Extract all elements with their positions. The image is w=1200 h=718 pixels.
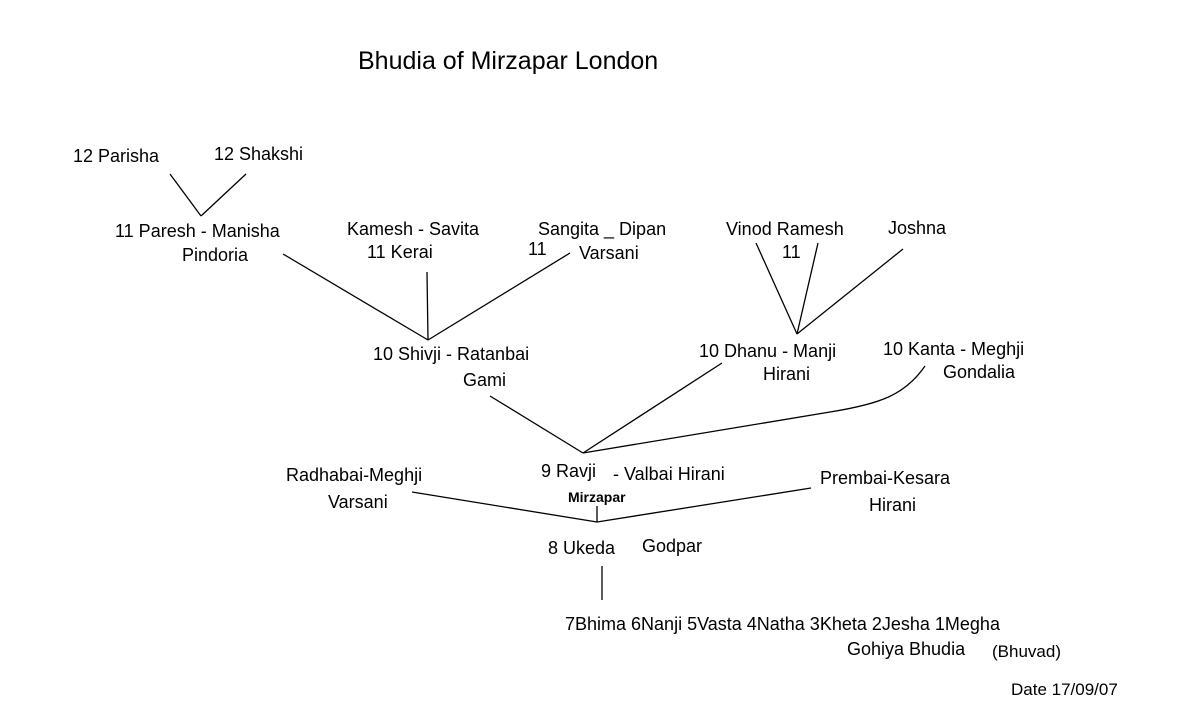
diagram-title: Bhudia of Mirzapar London bbox=[358, 47, 659, 75]
couple-paresh-manisha: 11 Paresh - Manisha bbox=[115, 221, 280, 241]
line-parisha-paresh bbox=[169, 173, 202, 217]
surname-varsani-radhabai: Varsani bbox=[328, 492, 388, 512]
person-joshna: Joshna bbox=[888, 218, 947, 238]
person-ravji: 9 Ravji bbox=[541, 461, 597, 481]
surname-kerai: 11 Kerai bbox=[367, 242, 433, 262]
place-mirzapar: Mirzapar bbox=[568, 489, 626, 505]
couple-radhabai-meghji: Radhabai-Meghji bbox=[286, 465, 423, 485]
line-paresh-shivji bbox=[282, 253, 429, 341]
couple-kamesh-savita: Kamesh - Savita bbox=[347, 219, 480, 239]
clan-bhuvad: (Bhuvad) bbox=[992, 642, 1061, 661]
generation-number-vinod-ramesh: 11 bbox=[782, 242, 801, 262]
surname-varsani-dipan: Varsani bbox=[579, 243, 639, 263]
persons-vinod-ramesh: Vinod Ramesh bbox=[726, 219, 844, 239]
person-shakshi: 12 Shakshi bbox=[214, 144, 304, 164]
line-kanta-ravji bbox=[582, 365, 926, 454]
person-ukeda: 8 Ukeda bbox=[548, 538, 616, 558]
line-dhanu-ravji bbox=[582, 362, 723, 454]
couple-dhanu-manji: 10 Dhanu - Manji bbox=[699, 341, 837, 361]
surname-hirani-dhanu: Hirani bbox=[763, 364, 811, 384]
couple-sangita-dipan: Sangita _ Dipan bbox=[538, 219, 667, 239]
surname-hirani-prembai: Hirani bbox=[869, 495, 917, 515]
line-shakshi-paresh bbox=[200, 173, 247, 217]
line-sangita-shivji bbox=[427, 252, 571, 341]
ancestor-lineage: 7Bhima 6Nanji 5Vasta 4Natha 3Kheta 2Jesh… bbox=[565, 614, 1000, 634]
line-kamesh-shivji bbox=[426, 271, 429, 341]
spouse-valbai-hirani: - Valbai Hirani bbox=[613, 464, 725, 484]
clan-gohiya-bhudia: Gohiya Bhudia bbox=[847, 639, 966, 659]
couple-prembai-kesara: Prembai-Kesara bbox=[820, 468, 951, 488]
couple-shivji-ratanbai: 10 Shivji - Ratanbai bbox=[373, 344, 530, 364]
couple-kanta-meghji: 10 Kanta - Meghji bbox=[883, 339, 1025, 359]
line-prembai-ukeda bbox=[596, 487, 812, 523]
person-parisha: 12 Parisha bbox=[73, 146, 160, 166]
generation-number-sangita: 11 bbox=[528, 239, 547, 259]
line-ramesh-dhanu bbox=[796, 242, 819, 335]
line-vinod-dhanu bbox=[755, 242, 798, 335]
line-radhabai-ukeda bbox=[411, 491, 598, 523]
place-godpar: Godpar bbox=[642, 536, 703, 556]
surname-gondalia: Gondalia bbox=[943, 362, 1016, 382]
line-joshna-dhanu bbox=[796, 248, 904, 335]
line-shivji-ravji bbox=[489, 395, 584, 454]
date-label: Date 17/09/07 bbox=[1011, 680, 1118, 699]
surname-pindoria: Pindoria bbox=[182, 245, 249, 265]
surname-gami: Gami bbox=[463, 370, 507, 390]
